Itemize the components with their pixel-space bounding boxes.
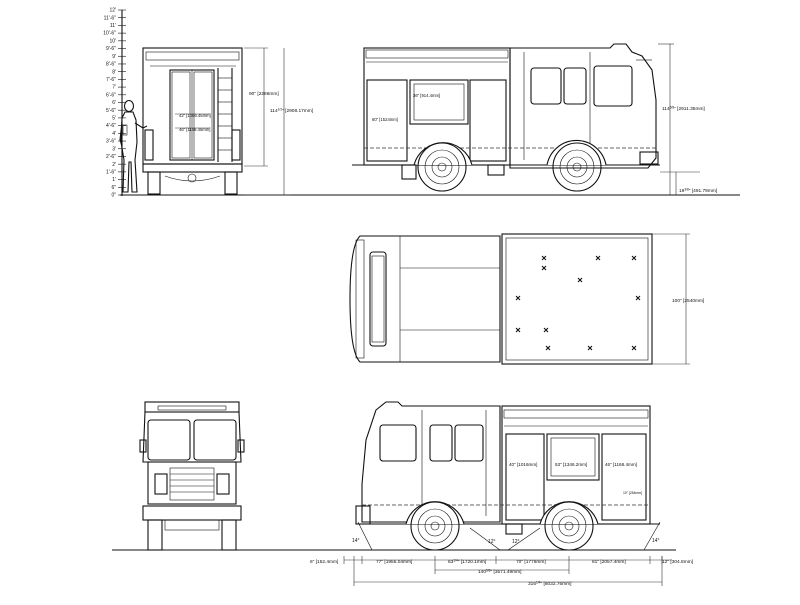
ruler-labels: 12'11'-6" 11' 10'-6"10' 9'-6" 9' 8'-6"8' 7'-6"… xyxy=(103,8,116,199)
ruler-label: 0" xyxy=(111,193,116,199)
overall-length-label: 3161/4" [8032.76mm] xyxy=(528,581,572,588)
wheel-lower-front-icon xyxy=(410,501,460,551)
hatch-marker-icon xyxy=(515,327,521,333)
hatch-marker-icon xyxy=(541,255,547,261)
hatch-marker-icon xyxy=(543,327,549,333)
angle-front-label: 14° xyxy=(352,538,360,544)
ruler-label: 6' xyxy=(112,100,116,106)
side-upper-ground-clearance-label: 193/8" [491.79mm] xyxy=(679,188,717,195)
ruler-label: 4'-6" xyxy=(106,123,116,129)
rear-overall-height-label: 90" [2286mm] xyxy=(249,91,279,97)
ruler-label: 9' xyxy=(112,54,116,60)
top-view: 100" [2540mm] xyxy=(349,233,704,365)
rear-overhang-label: 12" [304.8mm] xyxy=(662,559,693,565)
top-view-markers xyxy=(515,255,641,351)
height-ruler: 12'11'-6" 11' 10'-6"10' 9'-6" 9' 8'-6"8' 7'-6"… xyxy=(103,8,126,199)
angle-rear-label: 14° xyxy=(652,538,660,544)
ruler-label: 11'-6" xyxy=(104,15,117,21)
hatch-marker-icon xyxy=(635,295,641,301)
wheel-lower-rear-icon xyxy=(544,501,594,551)
hatch-marker-icon xyxy=(631,255,637,261)
rear-view: 42" [1066.45mm] 46" [1168.45mm] 90" [228… xyxy=(142,47,313,196)
ruler-label: 10'-6" xyxy=(103,31,116,37)
hatch-marker-icon xyxy=(577,277,583,283)
ruler-label: 4' xyxy=(112,131,116,137)
ruler-label: 1'-6" xyxy=(106,169,116,175)
top-body-width-label: 100" [2540mm] xyxy=(672,298,704,304)
angle-mid-left-label: 12° xyxy=(488,539,496,545)
dim-70-label: 70" [1778mm] xyxy=(516,559,546,565)
ruler-label: 7'-6" xyxy=(106,77,116,83)
ruler-label: 6'-6" xyxy=(106,92,116,98)
ruler-label: 9'-6" xyxy=(106,46,116,52)
rear-door-height-label: 46" [1168.45mm] xyxy=(179,127,210,132)
ruler-label: 11' xyxy=(110,23,116,29)
ruler-label: 12' xyxy=(109,8,116,14)
front-overhang-label: 6" [152.4mm] xyxy=(310,559,338,565)
hatch-marker-icon xyxy=(515,295,521,301)
hatch-marker-icon xyxy=(541,265,547,271)
hatch-marker-icon xyxy=(595,255,601,261)
ruler-label: 8' xyxy=(112,69,116,75)
dim-81-label: 81" [2057.4mm] xyxy=(592,559,626,565)
ruler-label: 5'-6" xyxy=(106,108,116,114)
hatch-marker-icon xyxy=(545,345,551,351)
angle-mid-right-label: 12° xyxy=(512,539,520,545)
side-view-upper: 36" [914.4mm] 60" [1524mm] 1145/8" [ xyxy=(352,43,717,195)
ruler-label: 6" xyxy=(111,185,116,191)
lower-compartment-3-label: 46" [1168.4mm] xyxy=(605,462,637,467)
lower-small-note-label: 10" [254mm] xyxy=(623,491,642,495)
rear-door-width-label: 42" [1066.45mm] xyxy=(179,113,211,118)
ruler-ticks xyxy=(118,9,126,196)
ruler-label: 5' xyxy=(112,116,116,122)
ruler-label: 2'-6" xyxy=(106,154,116,160)
hatch-marker-icon xyxy=(587,345,593,351)
wheel-upper-front-icon xyxy=(552,142,602,192)
ruler-label: 8'-6" xyxy=(106,62,116,68)
ruler-label: 2' xyxy=(112,162,116,168)
ruler-label: 7' xyxy=(112,85,116,91)
side-upper-compartment-height-label: 60" [1524mm] xyxy=(372,117,398,122)
ruler-label: 3'-6" xyxy=(106,139,116,145)
wheel-upper-rear-icon xyxy=(417,142,467,192)
cab-length-label: 77" [1955.04mm] xyxy=(376,559,412,565)
hatch-marker-icon xyxy=(631,345,637,351)
ruler-label: 3' xyxy=(112,146,116,152)
wheelbase-label: 1405/8" [3571.49mm] xyxy=(478,569,522,576)
front-view xyxy=(139,401,245,551)
ruler-label: 1' xyxy=(112,177,116,183)
side-upper-overall-height-label: 1145/8" [2911.35mm] xyxy=(662,106,705,113)
side-upper-door-width-label: 36" [914.4mm] xyxy=(413,93,440,98)
lower-compartment-2-label: 53" [1346.2mm] xyxy=(555,462,587,467)
wheel-length-label: 631/4" [1720.1mm] xyxy=(448,559,486,566)
rear-ladder xyxy=(217,68,233,162)
length-dimension-chain: 6" [152.4mm] 77" [1955.04mm] 631/4" [172… xyxy=(310,556,693,587)
rear-side-height-label: 1141/2" [2908.17mm] xyxy=(270,108,313,115)
side-view-lower: 40" [1016mm] 53" [1346.2mm] 46" [1168.4m… xyxy=(310,401,693,587)
person-figure-icon xyxy=(119,99,148,193)
ruler-label: 10' xyxy=(109,38,116,44)
lower-compartment-1-label: 40" [1016mm] xyxy=(509,462,537,467)
